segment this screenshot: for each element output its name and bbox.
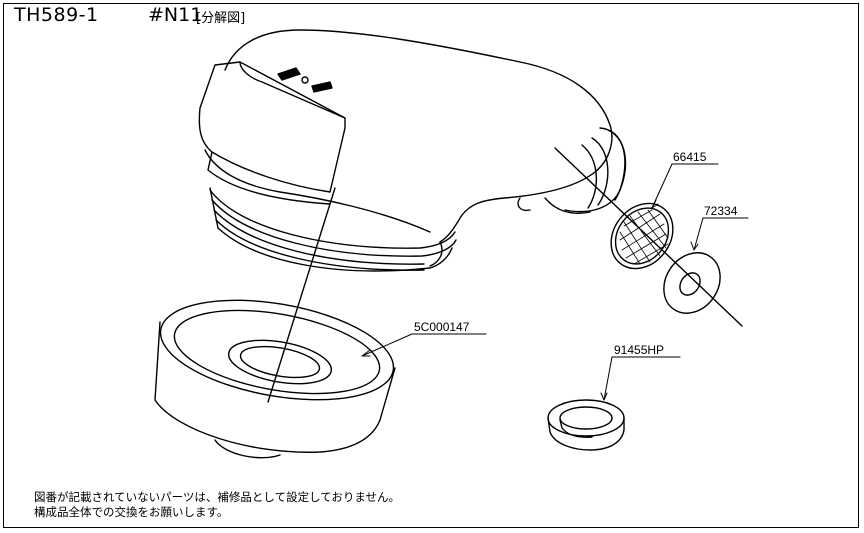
note-line-2: 構成品全体での交換をお願いします。 — [34, 505, 229, 519]
part-label-5c000147: 5C000147 — [414, 320, 470, 334]
bushing-91455hp — [547, 399, 625, 451]
washer-72334 — [663, 252, 721, 314]
cap-nut-5c000147 — [154, 299, 396, 459]
drawing-frame — [3, 3, 859, 528]
part-label-66415: 66415 — [673, 150, 707, 164]
model-number: TH589-1 — [14, 4, 99, 26]
drawing-type: [分解図] — [196, 11, 246, 26]
shower-head-body — [198, 29, 627, 272]
leader-lines — [361, 163, 749, 401]
note-line-1: 図番が記載されていないパーツは、補修品として設定しておりません。 — [34, 490, 401, 504]
variant-code: #N11 — [148, 4, 203, 26]
axis-line-inlet — [554, 147, 743, 327]
filter-mesh-66415 — [610, 202, 674, 270]
part-label-91455hp: 91455HP — [614, 343, 665, 357]
part-label-72334: 72334 — [704, 204, 738, 218]
axis-line-main — [267, 187, 336, 403]
